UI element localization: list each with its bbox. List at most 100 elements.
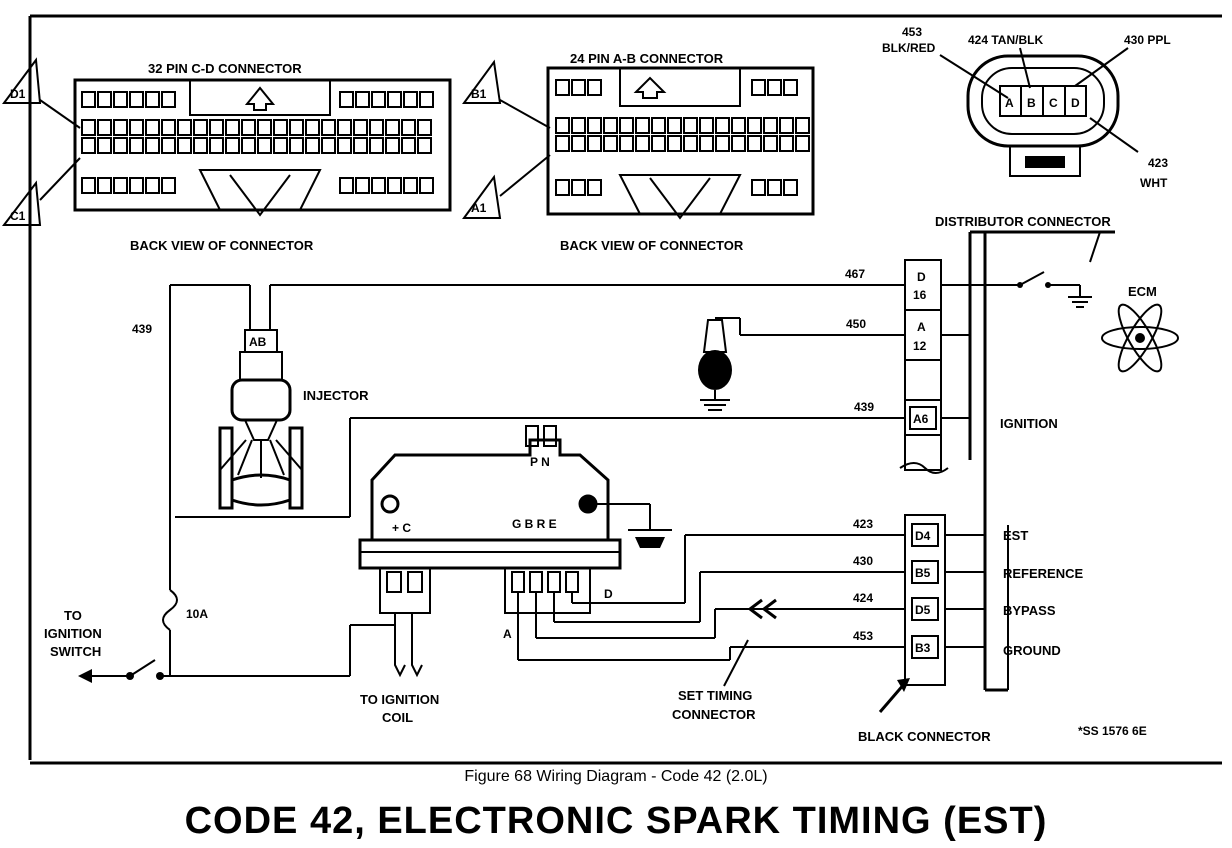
connector-pin-cell bbox=[209, 137, 224, 154]
ab-back-view: BACK VIEW OF CONNECTOR bbox=[560, 238, 744, 253]
connector-pin-cell bbox=[385, 119, 400, 136]
reference-label: REFERENCE bbox=[1003, 566, 1084, 581]
ab-connector-title: 24 PIN A-B CONNECTOR bbox=[570, 51, 724, 66]
svg-text:C1: C1 bbox=[10, 209, 26, 223]
connector-pin-cell bbox=[387, 91, 402, 108]
svg-text:B: B bbox=[1027, 96, 1036, 110]
connector-pin-cell bbox=[751, 179, 766, 196]
connector-pin-cell bbox=[353, 137, 368, 154]
module-a-label: A bbox=[503, 627, 512, 641]
connector-pin-cell bbox=[339, 177, 354, 194]
connector-pin-cell bbox=[145, 91, 160, 108]
connector-pin-cell bbox=[193, 137, 208, 154]
connector-pin-cell bbox=[385, 137, 400, 154]
connector-pin-cell bbox=[783, 79, 798, 96]
connector-pin-cell bbox=[555, 79, 570, 96]
connector-pin-cell bbox=[587, 179, 602, 196]
to-ignition-coil-label-1: TO IGNITION bbox=[360, 692, 439, 707]
wire-450-label: 450 bbox=[846, 317, 866, 331]
connector-pin-cell bbox=[113, 91, 128, 108]
connector-pin-cell bbox=[401, 119, 416, 136]
connector-pin-cell bbox=[145, 119, 160, 136]
connector-pin-cell bbox=[97, 177, 112, 194]
distributor-connector-label: DISTRIBUTOR CONNECTOR bbox=[935, 214, 1111, 229]
wire-453-label: 453 bbox=[853, 629, 873, 643]
connector-pin-cell bbox=[763, 135, 778, 152]
wire-423-label: 423 bbox=[853, 517, 873, 531]
connector-pin-cell bbox=[371, 91, 386, 108]
connector-pin-cell bbox=[321, 119, 336, 136]
connector-pin-cell bbox=[209, 119, 224, 136]
connector-pin-cell bbox=[241, 119, 256, 136]
ignition-label: IGNITION bbox=[1000, 416, 1058, 431]
page-title: CODE 42, ELECTRONIC SPARK TIMING (EST) bbox=[184, 800, 1048, 842]
connector-pin-cell bbox=[113, 177, 128, 194]
connector-pin-cell bbox=[129, 91, 144, 108]
cd-connector-title: 32 PIN C-D CONNECTOR bbox=[148, 61, 302, 76]
injector-pins: AB bbox=[249, 335, 267, 349]
wire-439-top-label: 439 bbox=[854, 400, 874, 414]
connector-pin-cell bbox=[145, 177, 160, 194]
connector-pin-cell bbox=[193, 119, 208, 136]
connector-pin-cell bbox=[667, 135, 682, 152]
connector-pin-cell bbox=[571, 79, 586, 96]
connector-pin-cell bbox=[241, 137, 256, 154]
connector-pin-cell bbox=[795, 117, 810, 134]
connector-pin-cell bbox=[337, 137, 352, 154]
set-timing-label-2: CONNECTOR bbox=[672, 707, 756, 722]
connector-pin-cell bbox=[417, 119, 432, 136]
figure-caption: Figure 68 Wiring Diagram - Code 42 (2.0L… bbox=[464, 768, 768, 785]
ecm-pin-a6: A6 bbox=[913, 412, 929, 426]
connector-pin-cell bbox=[129, 137, 144, 154]
connector-pin-cell bbox=[417, 137, 432, 154]
svg-text:TO: TO bbox=[64, 608, 82, 623]
connector-pin-cell bbox=[403, 177, 418, 194]
connector-pin-cell bbox=[355, 91, 370, 108]
connector-pin-cell bbox=[161, 91, 176, 108]
connector-pin-cell bbox=[635, 135, 650, 152]
ground-label: GROUND bbox=[1003, 643, 1061, 658]
svg-text:BLK/RED: BLK/RED bbox=[882, 41, 936, 55]
connector-pin-cell bbox=[779, 135, 794, 152]
module-gbre-label: G B R E bbox=[512, 517, 557, 531]
connector-pin-cell bbox=[225, 119, 240, 136]
est-label: EST bbox=[1003, 528, 1028, 543]
connector-pin-cell bbox=[257, 119, 272, 136]
connector-pin-cell bbox=[651, 117, 666, 134]
connector-pin-cell bbox=[747, 135, 762, 152]
connector-pin-cell bbox=[81, 91, 96, 108]
svg-text:A: A bbox=[1005, 96, 1014, 110]
module-pn-label: P N bbox=[530, 455, 550, 469]
connector-pin-cell bbox=[767, 79, 782, 96]
cd-pin-grid bbox=[81, 91, 434, 194]
svg-text:D1: D1 bbox=[10, 87, 26, 101]
connector-pin-cell bbox=[355, 177, 370, 194]
connector-pin-cell bbox=[305, 119, 320, 136]
connector-pin-cell bbox=[555, 135, 570, 152]
sensor-icon bbox=[698, 317, 741, 411]
fuse: 10A bbox=[162, 589, 208, 676]
connector-pin-cell bbox=[353, 119, 368, 136]
triangle-c1: C1 bbox=[1, 157, 81, 226]
triangle-b1: B1 bbox=[462, 59, 551, 129]
black-connector-label: BLACK CONNECTOR bbox=[858, 729, 991, 744]
connector-pin-cell bbox=[747, 117, 762, 134]
connector-pin-cell bbox=[81, 119, 96, 136]
connector-pin-cell bbox=[587, 79, 602, 96]
connector-pin-cell bbox=[161, 177, 176, 194]
connector-pin-cell bbox=[97, 91, 112, 108]
connector-pin-cell bbox=[683, 135, 698, 152]
connector-pin-cell bbox=[321, 137, 336, 154]
connector-pin-cell bbox=[369, 119, 384, 136]
connector-pin-cell bbox=[401, 137, 416, 154]
cd-back-view: BACK VIEW OF CONNECTOR bbox=[130, 238, 314, 253]
svg-text:WHT: WHT bbox=[1140, 176, 1168, 190]
connector-pin-cell bbox=[289, 137, 304, 154]
module-c-label: + C bbox=[392, 521, 411, 535]
module-wires: 423 430 424 453 SET TIMING CONNECTOR bbox=[517, 517, 905, 722]
svg-text:424 TAN/BLK: 424 TAN/BLK bbox=[968, 33, 1043, 47]
ecm-pin-d16-b: 16 bbox=[913, 288, 927, 302]
connector-pin-cell bbox=[619, 117, 634, 134]
svg-text:B1: B1 bbox=[471, 87, 487, 101]
svg-text:423: 423 bbox=[1148, 156, 1168, 170]
